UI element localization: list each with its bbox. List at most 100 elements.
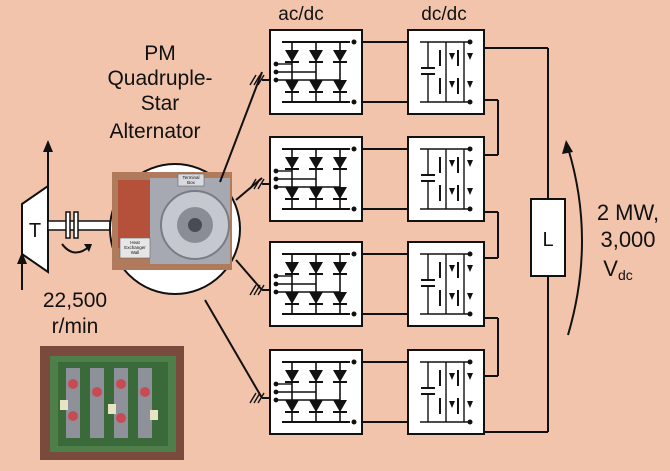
diode-symbol <box>333 400 347 412</box>
chopper-minus-terminal <box>467 311 473 317</box>
speed-unit: r/min <box>52 315 99 338</box>
rectifier-input-terminal <box>273 381 279 387</box>
rectifier-minus-terminal <box>351 206 357 212</box>
chopper-minus-terminal <box>467 99 473 105</box>
rectifier-input-terminal <box>273 397 279 403</box>
chopper-minus-terminal <box>467 419 473 425</box>
antiparallel-diode <box>467 81 473 88</box>
turbine-label: T <box>29 220 41 242</box>
rectifier-input-terminal <box>273 176 279 182</box>
diode-symbol <box>285 157 299 169</box>
diode-symbol <box>309 400 323 412</box>
converter-rows <box>269 29 485 435</box>
heat-exchanger-label-3: Wall <box>131 250 140 255</box>
cable-tick-1 <box>249 74 257 86</box>
rectifier-plus-terminal <box>351 359 357 365</box>
heat-exchanger-label-1: Heat <box>130 240 140 245</box>
feeder-line-4 <box>204 299 263 399</box>
rectifier-plus-terminal <box>351 251 357 257</box>
cable-tick-1 <box>257 74 265 86</box>
cable-tick-4 <box>257 392 265 404</box>
cable-tick-1 <box>253 74 261 86</box>
rectifier-photo <box>40 346 184 460</box>
diode-symbol <box>309 187 323 199</box>
antiparallel-diode <box>449 81 455 88</box>
alternator-title-line-1: PM <box>144 42 176 65</box>
rectifier-minus-terminal <box>351 99 357 105</box>
output-unit-base: V <box>603 256 618 281</box>
cable-tick-2 <box>253 178 261 190</box>
output-unit-subscript: dc <box>618 267 633 283</box>
diode-symbol <box>285 80 299 92</box>
rectifier-input-terminal <box>273 289 279 295</box>
converter-row-3 <box>269 241 485 327</box>
rectifier-input-terminal <box>273 77 279 83</box>
rectifier-plus-terminal <box>351 39 357 45</box>
diode-symbol <box>285 262 299 274</box>
alternator-photo: Terminal Box Heat Exchanger Wall <box>112 172 232 270</box>
antiparallel-diode <box>449 401 455 408</box>
rectifier-input-terminal <box>273 69 279 75</box>
chopper-plus-terminal <box>467 359 473 365</box>
rectifier-input-terminal <box>273 168 279 174</box>
diode-symbol <box>309 157 323 169</box>
antiparallel-diode <box>467 53 473 60</box>
antiparallel-diode <box>449 188 455 195</box>
rectifier-input-terminal <box>273 281 279 287</box>
cable-tick-2 <box>257 178 265 190</box>
cable-tick-3 <box>249 284 257 296</box>
rectifier-input-terminal <box>273 389 279 395</box>
antiparallel-diode <box>467 373 473 380</box>
chopper-minus-terminal <box>467 206 473 212</box>
antiparallel-diode <box>449 160 455 167</box>
rectifier-minus-terminal <box>351 311 357 317</box>
diode-symbol <box>309 50 323 62</box>
inductor-label: L <box>542 229 553 251</box>
turbine-symbol: T <box>17 140 53 290</box>
diode-symbol <box>333 292 347 304</box>
antiparallel-diode <box>467 188 473 195</box>
dc-bus <box>484 47 549 433</box>
diode-symbol <box>309 292 323 304</box>
chopper-plus-terminal <box>467 251 473 257</box>
terminal-box-label-2: Box <box>187 180 196 185</box>
output-voltage-unit: Vdc <box>603 256 632 283</box>
cable-tick-4 <box>249 392 257 404</box>
antiparallel-diode <box>467 160 473 167</box>
cable-tick-4 <box>253 392 261 404</box>
diode-symbol <box>285 400 299 412</box>
speed-value: 22,500 <box>43 289 107 312</box>
diode-symbol <box>285 50 299 62</box>
diode-symbol <box>285 292 299 304</box>
alternator-title-line-3: Star <box>141 92 180 115</box>
antiparallel-diode <box>467 401 473 408</box>
antiparallel-diode <box>449 373 455 380</box>
antiparallel-diode <box>467 293 473 300</box>
feeder-line-1 <box>219 71 263 183</box>
output-power: 2 MW, <box>597 200 659 225</box>
chopper-plus-terminal <box>467 39 473 45</box>
antiparallel-diode <box>467 265 473 272</box>
diode-symbol <box>309 80 323 92</box>
antiparallel-diode <box>449 53 455 60</box>
converter-row-2 <box>269 136 485 222</box>
feeder-line-3 <box>235 259 263 291</box>
diode-symbol <box>309 262 323 274</box>
diode-symbol <box>333 370 347 382</box>
alternator-title-line-4: Alternator <box>109 120 200 143</box>
dcdc-header: dc/dc <box>421 4 466 25</box>
inductor: L <box>530 198 566 277</box>
rectifier-input-terminal <box>273 273 279 279</box>
alternator-title-line-2: Quadruple- <box>107 67 212 90</box>
output-voltage: 3,000 <box>600 227 655 252</box>
diode-symbol <box>333 187 347 199</box>
cable-tick-3 <box>253 284 261 296</box>
alternator: Terminal Box Heat Exchanger Wall <box>109 163 241 295</box>
rectifier-input-terminal <box>273 61 279 67</box>
rectifier-minus-terminal <box>351 419 357 425</box>
cable-tick-2 <box>249 178 257 190</box>
diode-symbol <box>333 50 347 62</box>
diode-symbol <box>333 157 347 169</box>
